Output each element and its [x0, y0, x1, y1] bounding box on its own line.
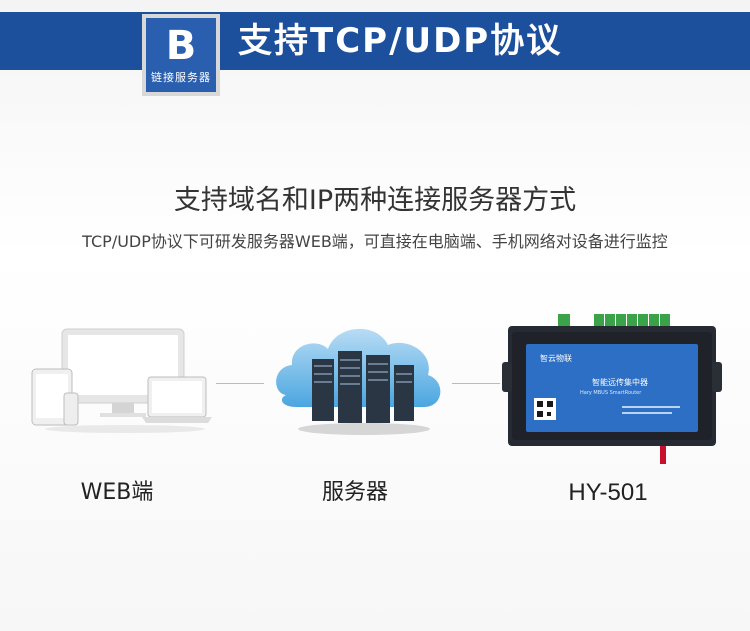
headline: 支持域名和IP两种连接服务器方式	[173, 185, 577, 216]
cloud-server-icon	[276, 328, 441, 435]
connector-line-right	[452, 383, 500, 384]
multi-device-icon	[31, 328, 212, 433]
router-panel-subtitle: Hary MBUS SmartRouter	[580, 390, 642, 396]
badge-caption: 链接服务器	[151, 71, 211, 84]
device-model-label: HY-501	[568, 479, 648, 506]
section-title: 支持TCP/UDP协议	[238, 21, 563, 61]
web-label: WEB端	[80, 480, 154, 505]
router-brand: 智云物联	[540, 354, 572, 363]
router-device-icon	[502, 314, 722, 464]
description: TCP/UDP协议下可研发服务器WEB端，可直接在电脑端、手机网络对设备进行监控	[82, 232, 668, 251]
connector-line-left	[216, 383, 264, 384]
router-panel-title: 智能远传集中器	[592, 378, 648, 387]
server-label: 服务器	[321, 480, 388, 505]
header-banner	[0, 12, 750, 70]
section-badge: B 链接服务器	[142, 14, 220, 96]
badge-letter: B	[165, 23, 197, 69]
